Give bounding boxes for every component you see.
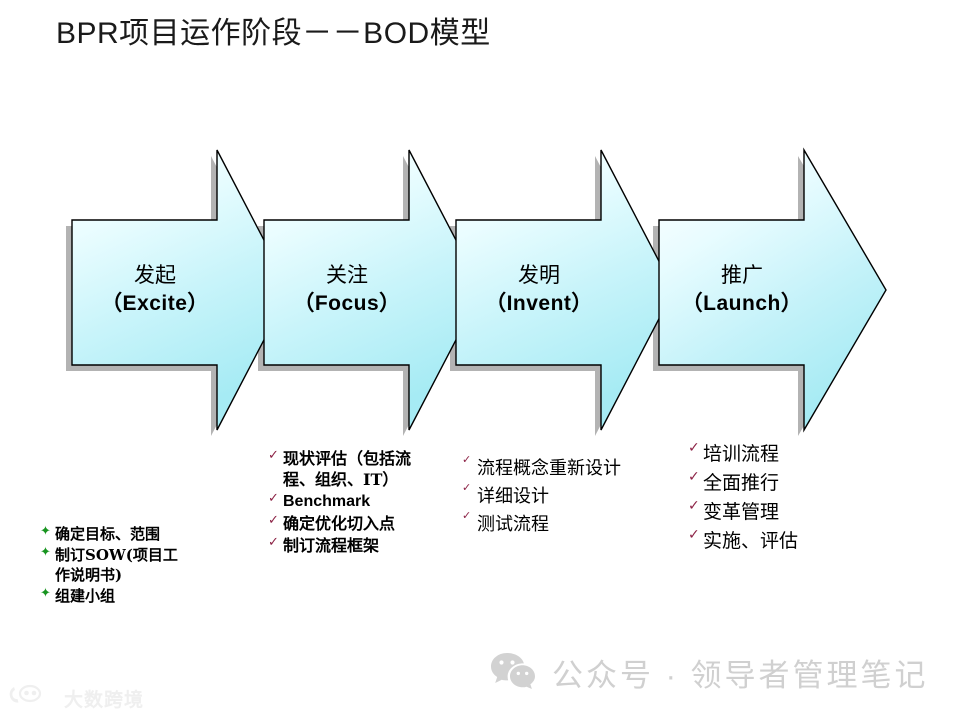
arrow-label-en: （Focus） [293, 291, 401, 315]
check-bullet-icon: ✓ [688, 526, 700, 542]
bullet-item: ✓ 流程概念重新设计 [462, 455, 677, 482]
bullet-item-label: 组建小组 [55, 587, 116, 605]
bullet-item-label: 实施、评估 [703, 530, 799, 552]
bullet-item-label: 详细设计 [477, 486, 549, 507]
bullet-item: ✓实施、评估 [688, 527, 888, 555]
wechat-watermark: 公众号 · 领导者管理笔记 [490, 650, 929, 695]
maple-leaf-bullet-icon: ✦ [40, 523, 51, 538]
bullet-item: ✦ 组建小组 [40, 586, 240, 606]
arrow-label-launch: 推广 （Launch） [667, 262, 817, 318]
maple-leaf-bullet-icon: ✦ [40, 585, 51, 600]
arrow-label-en: （Invent） [485, 291, 593, 315]
bullet-item: ✦ 确定目标、范围 [40, 524, 240, 544]
bullet-item: ✓ 制订流程框架 [268, 535, 458, 556]
bullet-item: ✓ 现状评估（包括流程、组织、IT） [268, 448, 458, 490]
check-bullet-icon: ✓ [268, 512, 279, 527]
bullet-item-label: 测试流程 [477, 514, 549, 535]
bullet-item-label: 确定优化切入点 [283, 514, 396, 533]
check-bullet-icon: ✓ [688, 468, 700, 484]
check-bullet-icon: ✓ [268, 447, 279, 462]
flag-tick-bullet-icon: ✓ [462, 454, 472, 466]
bullet-item-label: 变革管理 [703, 501, 780, 523]
check-bullet-icon: ✓ [268, 534, 279, 549]
bullet-item: ✓培训流程 [688, 440, 888, 468]
bullet-item: ✓ 确定优化切入点 [268, 513, 458, 534]
bullet-item: ✦ 制订SOW(项目工作说明书) [40, 545, 240, 585]
maple-leaf-bullet-icon: ✦ [40, 544, 51, 559]
bullet-item: ✓变革管理 [688, 498, 888, 526]
arrow-label-excite: 发起 （Excite） [80, 262, 230, 318]
wechat-watermark-text: 公众号 · 领导者管理笔记 [552, 658, 929, 693]
bullet-item-label: 制订SOW(项目工作说明书) [55, 546, 178, 584]
brand-watermark-text: 大数跨境 [64, 689, 145, 711]
bullet-item: ✓ 测试流程 [462, 511, 677, 538]
flag-tick-bullet-icon: ✓ [462, 482, 472, 494]
arrow-label-en: （Excite） [101, 291, 209, 315]
bullet-item-label: 培训流程 [703, 443, 780, 465]
bullet-item-label: 全面推行 [703, 472, 780, 494]
dashu-logo-icon [8, 683, 58, 714]
arrow-label-cn: 发明 [518, 263, 560, 287]
bullet-column-excite: ✦ 确定目标、范围 ✦ 制订SOW(项目工作说明书) ✦ 组建小组 [40, 524, 240, 607]
bullet-column-invent: ✓ 流程概念重新设计 ✓ 详细设计 ✓ 测试流程 [462, 455, 677, 539]
bullet-item-label: Benchmark [283, 493, 371, 510]
arrow-label-cn: 推广 [721, 263, 763, 287]
bullet-column-focus: ✓ 现状评估（包括流程、组织、IT） ✓ Benchmark ✓ 确定优化切入点 ✓ 制订流程… [268, 448, 458, 557]
bullet-column-launch: ✓培训流程✓全面推行✓变革管理✓实施、评估 [688, 440, 888, 556]
bullet-item-label: 确定目标、范围 [55, 525, 161, 543]
flag-tick-bullet-icon: ✓ [462, 510, 472, 522]
arrow-label-cn: 关注 [326, 263, 368, 287]
brand-watermark: 大数跨境 [8, 683, 144, 714]
bullet-item-label: 制订流程框架 [283, 536, 380, 555]
arrow-label-invent: 发明 （Invent） [464, 262, 614, 318]
bullet-item-label: 现状评估（包括流程、组织、IT） [283, 449, 412, 489]
page-title: BPR项目运作阶段－－BOD模型 [56, 17, 491, 50]
check-bullet-icon: ✓ [688, 497, 700, 513]
arrow-label-cn: 发起 [134, 263, 176, 287]
arrow-label-focus: 关注 （Focus） [272, 262, 422, 318]
check-bullet-icon: ✓ [688, 439, 700, 455]
bullet-item: ✓ Benchmark [268, 491, 458, 512]
bullet-item: ✓ 详细设计 [462, 483, 677, 510]
bullet-item-label: 流程概念重新设计 [477, 458, 621, 479]
arrow-label-en: （Launch） [681, 291, 803, 315]
check-bullet-icon: ✓ [268, 490, 279, 505]
wechat-icon [490, 651, 536, 694]
bullet-item: ✓全面推行 [688, 469, 888, 497]
